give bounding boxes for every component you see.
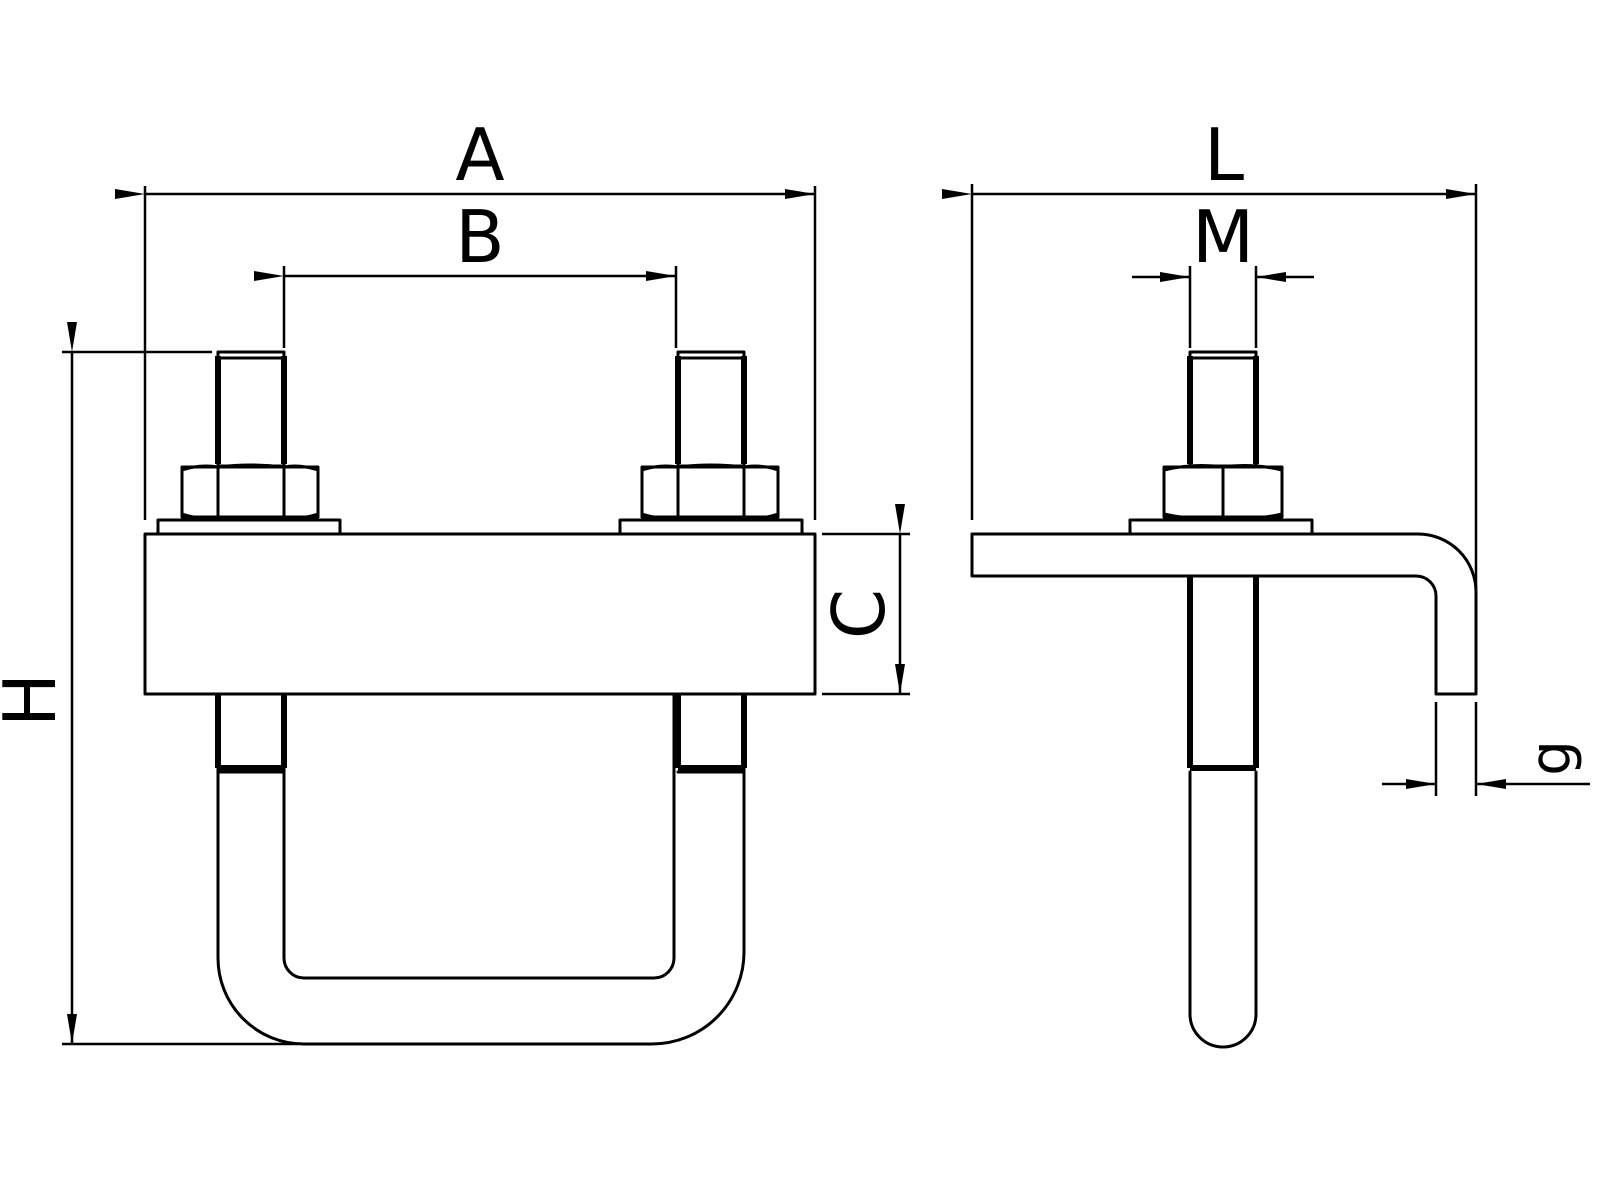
dimension-H: H: [0, 322, 298, 1046]
stud-top-right: [675, 350, 747, 468]
label-L: L: [1204, 113, 1244, 197]
side-nut: [1162, 464, 1284, 520]
dimension-A: A: [115, 113, 817, 520]
side-view: [970, 350, 1478, 1049]
dimension-g: g: [1382, 702, 1590, 796]
washer-right: [618, 518, 804, 536]
label-B: B: [455, 195, 504, 279]
nut-left: [180, 463, 320, 521]
dimension-B: B: [254, 195, 678, 348]
side-washer: [1128, 518, 1314, 536]
label-A: A: [455, 113, 504, 197]
label-M: M: [1192, 195, 1254, 279]
label-H: H: [0, 673, 72, 727]
label-g: g: [1519, 740, 1584, 776]
u-bolt: [215, 692, 747, 1046]
side-stud-top: [1187, 350, 1259, 468]
bracket-profile: [970, 532, 1478, 696]
dimension-C: C: [817, 504, 910, 696]
front-view: [143, 350, 817, 1046]
label-C: C: [817, 589, 901, 639]
clamp-plate: [143, 532, 817, 696]
side-stud-bottom: [1187, 576, 1259, 1049]
washer-left: [156, 518, 342, 536]
stud-top-left: [215, 350, 287, 468]
nut-right: [640, 463, 780, 521]
dimension-L: L: [942, 113, 1478, 590]
dimension-M: M: [1132, 195, 1314, 348]
